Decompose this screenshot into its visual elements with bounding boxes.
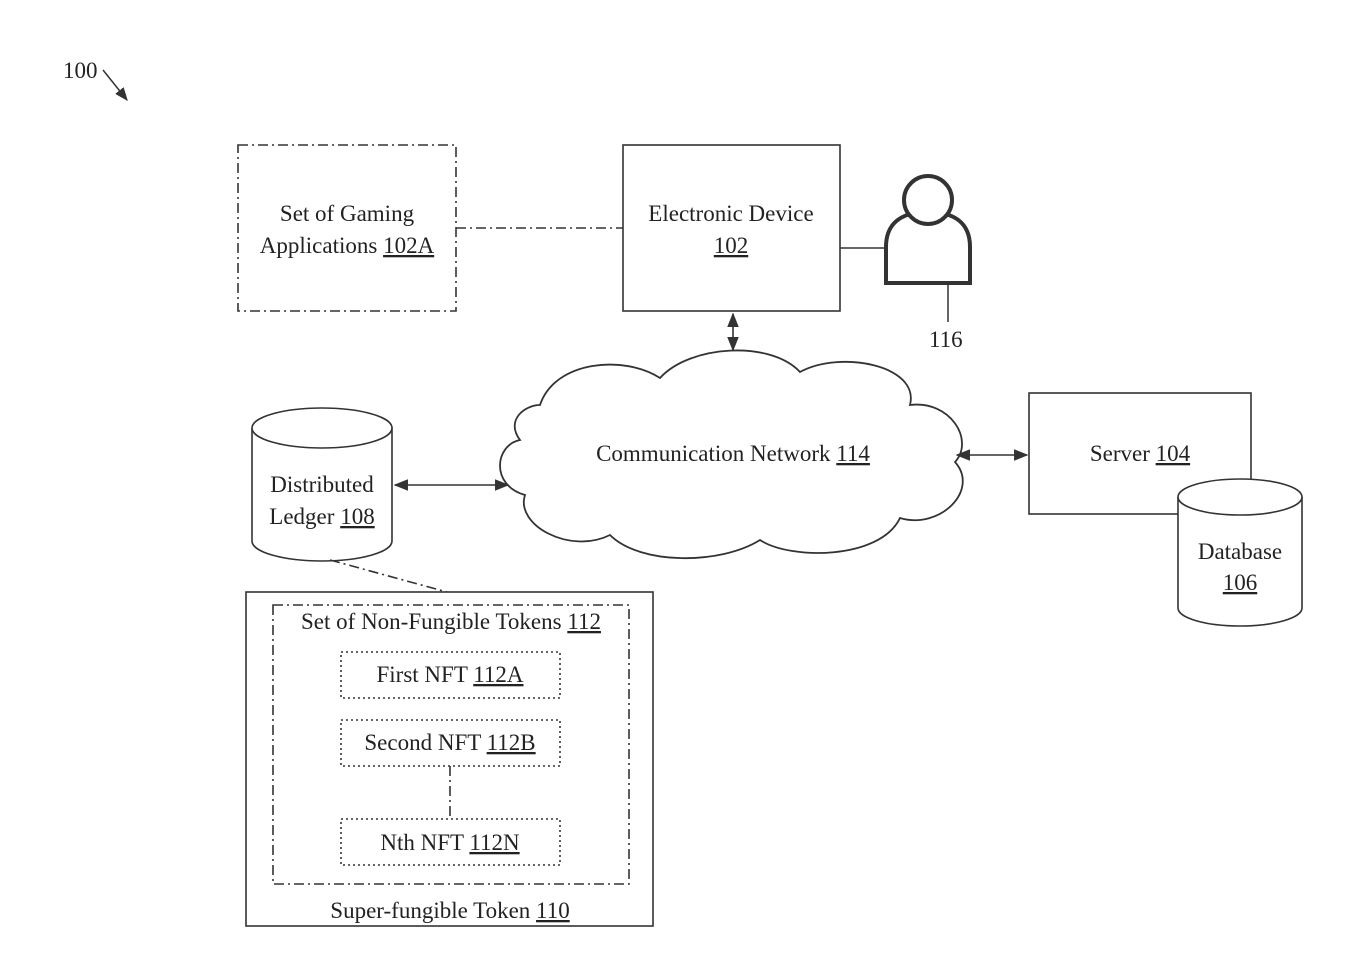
nft-set-block: Set of Non-Fungible Tokens 112 xyxy=(272,604,630,885)
second-nft-label: Second NFT 112B xyxy=(364,730,535,755)
figure-reference: 100 xyxy=(63,58,128,102)
user-icon xyxy=(884,174,972,322)
first-nft-label: First NFT 112A xyxy=(377,662,524,687)
nft-set-box xyxy=(272,604,630,885)
first-nft-block: First NFT 112A xyxy=(340,651,561,699)
first-nft-box xyxy=(340,651,561,699)
communication-network-cloud: Communication Network 114 xyxy=(499,349,964,560)
figure-number: 100 xyxy=(63,58,98,83)
nft-set-label: Set of Non-Fungible Tokens 112 xyxy=(301,609,601,634)
gaming-applications-box xyxy=(237,144,457,312)
ledger-to-token-connector xyxy=(329,559,448,593)
user-ref: 116 xyxy=(929,327,963,352)
electronic-device-label: Electronic Device xyxy=(648,201,813,226)
ledger-label-line2: Ledger 108 xyxy=(269,504,374,529)
gaming-applications-label-line1: Set of Gaming xyxy=(280,201,415,226)
figure-pointer-arrow xyxy=(102,69,128,102)
ledger-label-line1: Distributed xyxy=(270,472,374,497)
communication-network-label: Communication Network 114 xyxy=(596,441,870,466)
gaming-applications-label-line2: Applications 102A xyxy=(260,233,435,258)
super-fungible-token-block: Super-fungible Token 110 xyxy=(245,591,654,927)
second-nft-block: Second NFT 112B xyxy=(340,719,561,767)
electronic-device-box xyxy=(622,144,841,312)
database-ref: 106 xyxy=(1223,570,1258,595)
server-label: Server 104 xyxy=(1090,441,1191,466)
second-nft-box xyxy=(340,719,561,767)
electronic-device-ref: 102 xyxy=(714,233,749,258)
nth-nft-block: Nth NFT 112N xyxy=(340,818,561,866)
database-cylinder: Database 106 xyxy=(1177,478,1303,627)
database-label: Database xyxy=(1198,539,1282,564)
super-fungible-token-box xyxy=(245,591,654,927)
gaming-applications-block: Set of Gaming Applications 102A xyxy=(237,144,457,312)
nth-nft-box xyxy=(340,818,561,866)
distributed-ledger-cylinder: Distributed Ledger 108 xyxy=(251,407,393,562)
electronic-device-block: Electronic Device 102 xyxy=(622,144,841,312)
super-fungible-token-label: Super-fungible Token 110 xyxy=(330,898,569,923)
nth-nft-label: Nth NFT 112N xyxy=(380,830,520,855)
